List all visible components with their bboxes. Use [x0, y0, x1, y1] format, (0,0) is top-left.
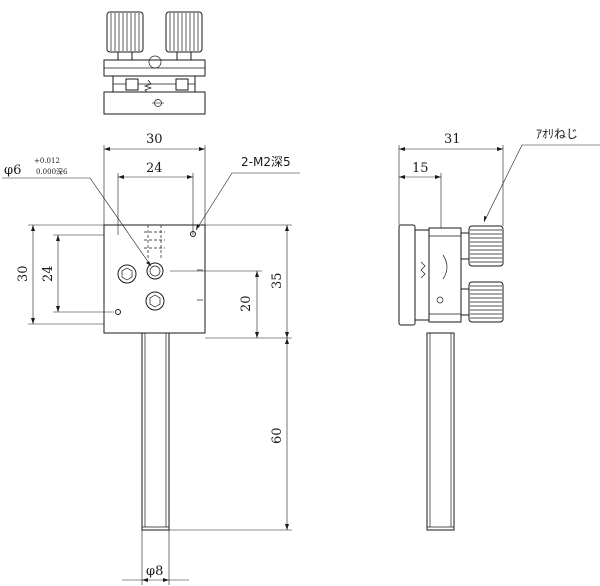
front-hole-phi6 [146, 262, 164, 280]
top-knob-right [165, 11, 203, 53]
front-rod [141, 332, 170, 531]
side-view [398, 224, 504, 531]
dim-left-24: 24 [41, 265, 56, 282]
top-knob-left [106, 11, 144, 53]
callout-phi6: φ6 [4, 163, 21, 178]
dim-left-30: 30 [16, 265, 31, 282]
dim-rod-60: 60 [270, 427, 285, 444]
top-view [103, 11, 206, 115]
front-hole-left [117, 264, 137, 284]
side-rod [426, 332, 455, 531]
dim-side-15: 15 [412, 161, 429, 176]
dim-right-35: 35 [270, 272, 285, 289]
side-plate [398, 224, 416, 326]
callout-phi6-tol-upper: +0.012 [34, 157, 60, 165]
callout-phi6-tol-lower: 0.000深6 [36, 167, 68, 176]
side-dimensions: 31 15 ｱｵﾘねじ [398, 127, 600, 228]
front-dimensions: 30 24 30 24 20 35 60 [2, 132, 300, 585]
dim-side-31: 31 [444, 132, 461, 147]
front-view [103, 224, 206, 531]
dim-rod-phi8: φ8 [146, 564, 163, 579]
front-hole-lower [145, 291, 165, 311]
callout-2m2: 2-M2深5 [241, 155, 291, 169]
dim-right-20: 20 [239, 295, 254, 312]
dim-top-30: 30 [146, 132, 163, 147]
callout-adjust-screw: ｱｵﾘねじ [536, 127, 578, 141]
front-tapped-hole-bottom [115, 309, 121, 315]
dim-top-24: 24 [146, 161, 163, 176]
